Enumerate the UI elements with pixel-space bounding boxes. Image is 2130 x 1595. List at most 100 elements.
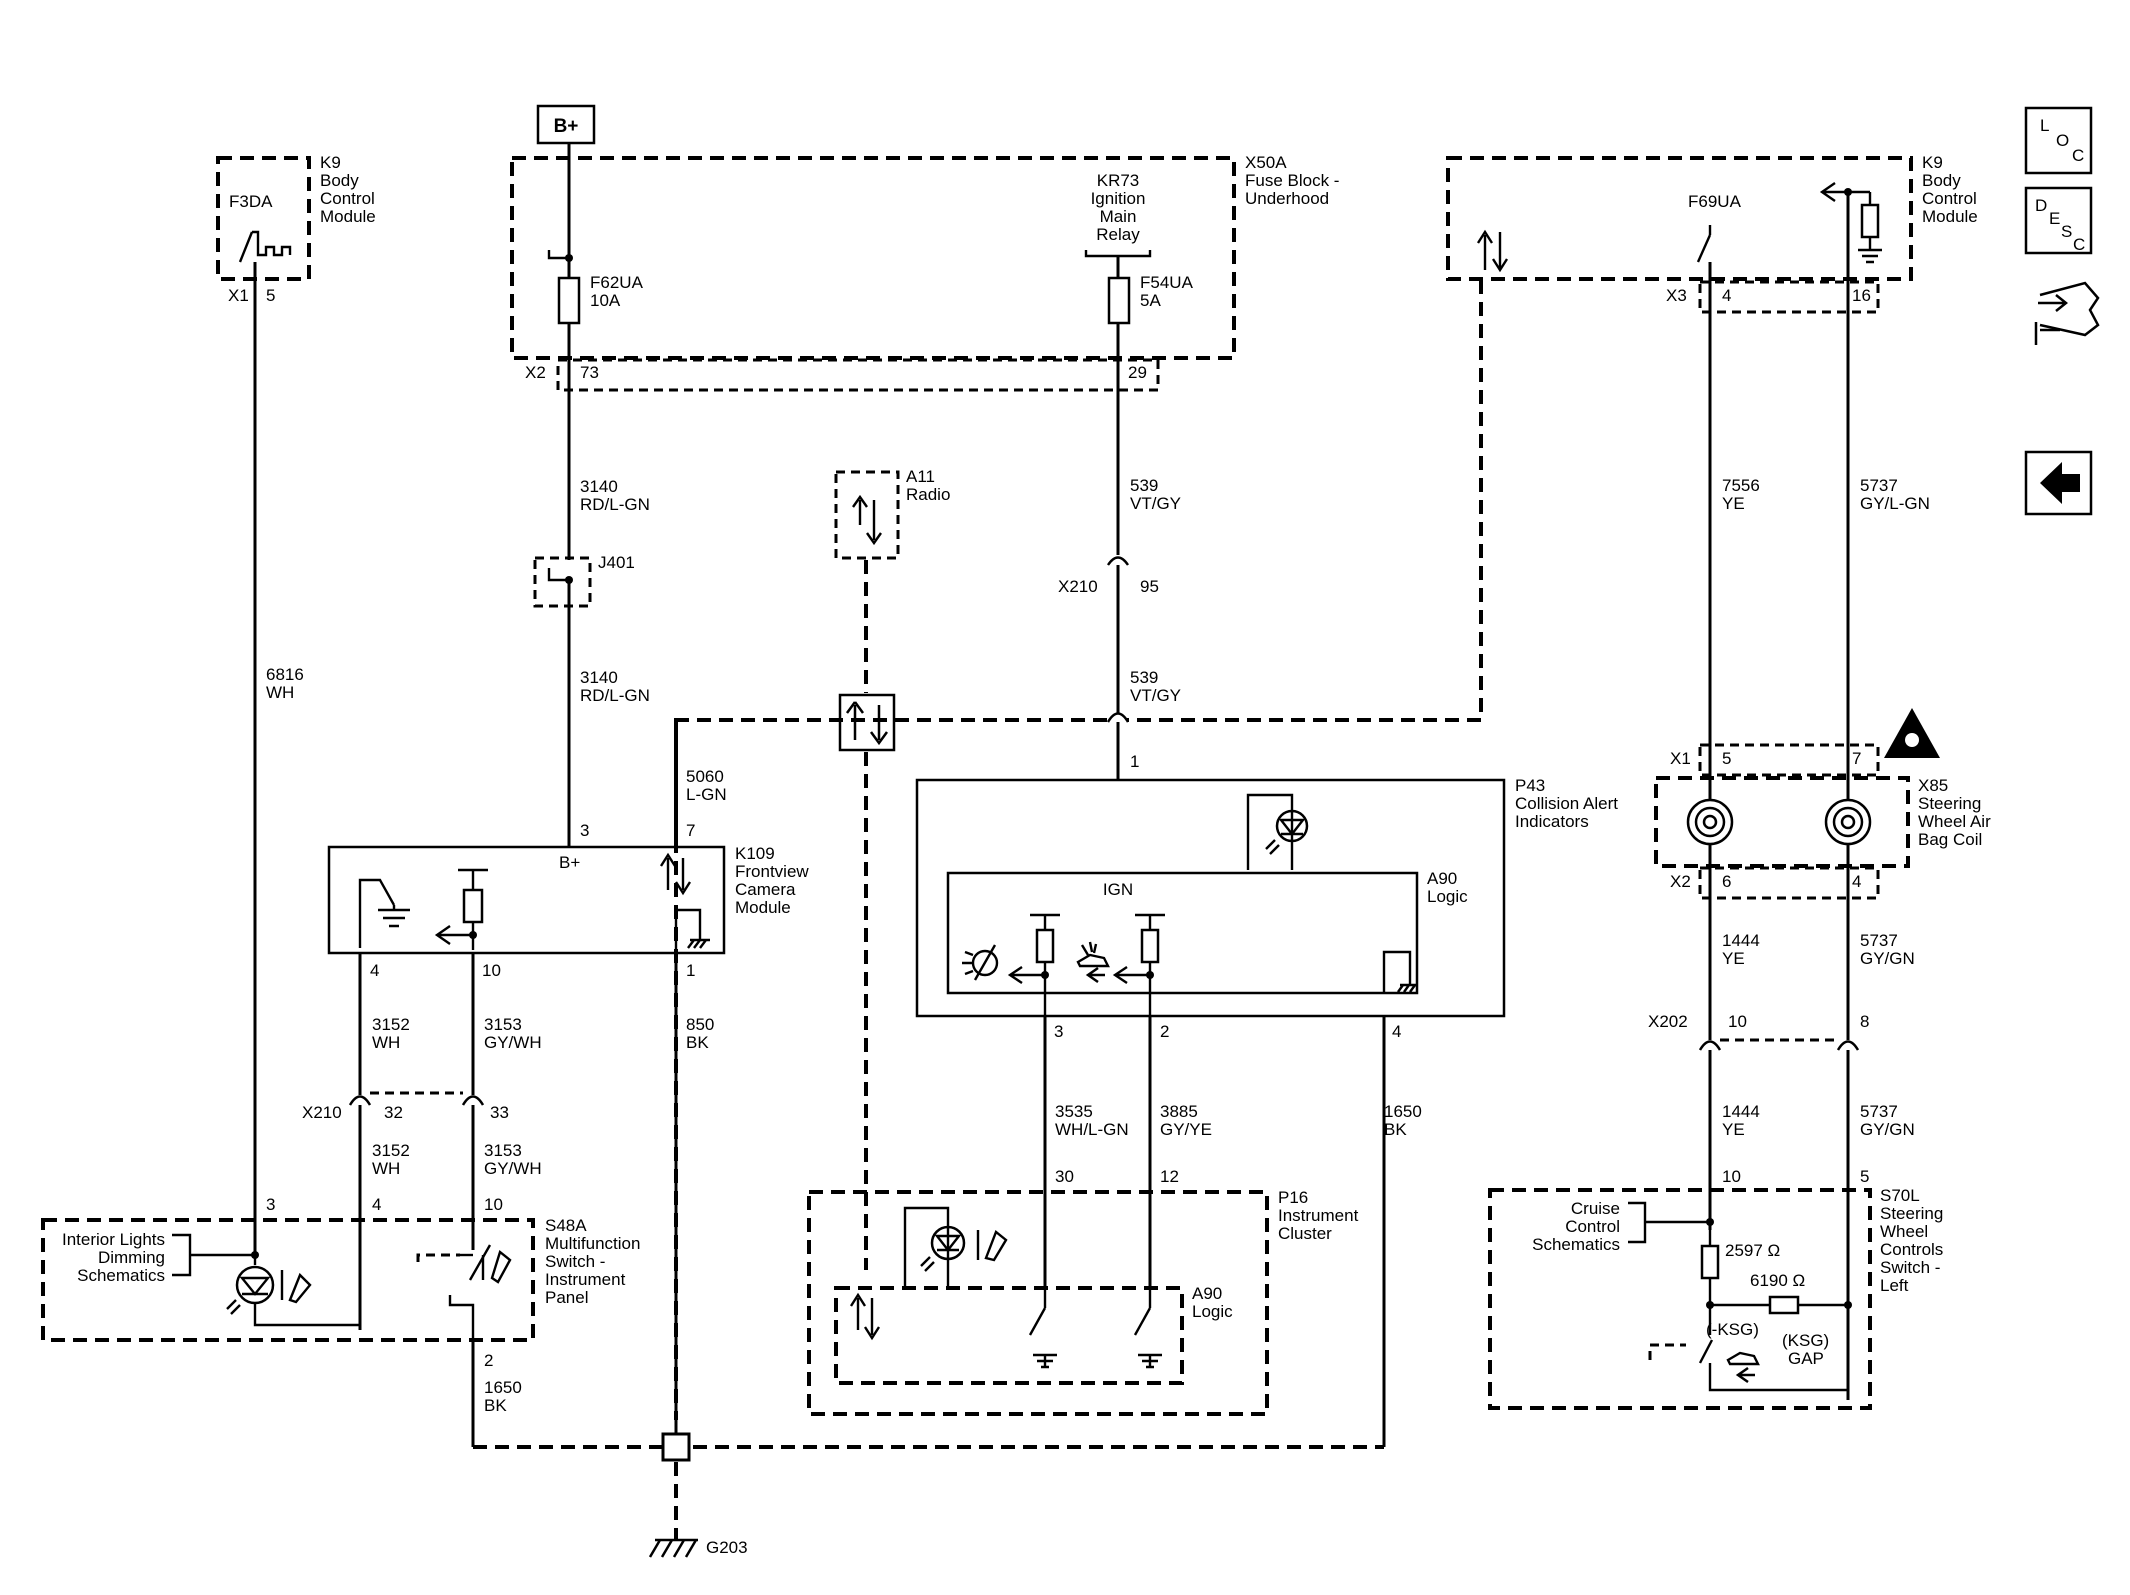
- p43-pin3: 3: [1054, 1022, 1063, 1041]
- x85-x1-pin5: 5: [1722, 749, 1731, 768]
- s48a-pin4: 4: [372, 1195, 381, 1214]
- p43-led-icon: [1278, 818, 1306, 836]
- s70l-title-6: Left: [1880, 1276, 1909, 1295]
- p16-title-3: Cluster: [1278, 1224, 1332, 1243]
- k109-title-1: K109: [735, 844, 775, 863]
- x85-x1: X1: [1670, 749, 1691, 768]
- k9-right-pin4: 4: [1722, 286, 1731, 305]
- fuse-f62ua-rating: 10A: [590, 291, 621, 310]
- wire-539a-color: VT/GY: [1130, 494, 1181, 513]
- bus-crossover: [1106, 712, 1130, 723]
- k9-right-conn: X3: [1666, 286, 1687, 305]
- s70l-cruise-switch: [1698, 1339, 1714, 1364]
- s48a-title-1: S48A: [545, 1216, 587, 1235]
- p43-pullup-resistor-1: [1035, 928, 1055, 964]
- fuse-f54ua-rating: 5A: [1140, 291, 1161, 310]
- x85-airbag-coil: X1 5 7 X85 Steering Wheel Air Bag Coil X…: [1654, 708, 1991, 900]
- wire-5737b-num: 5737: [1860, 931, 1898, 950]
- wire-6816-color: WH: [266, 683, 294, 702]
- p16-instrument-cluster: P16 Instrument Cluster 30 12 A90 Logic: [807, 1167, 1359, 1416]
- s70l-title-5: Switch -: [1880, 1258, 1940, 1277]
- headlamp-assist-icon: [962, 944, 999, 981]
- x50a-fuse-block: X50A Fuse Block - Underhood KR73 Ignitio…: [510, 153, 1339, 392]
- k109-title-3: Camera: [735, 880, 796, 899]
- p43-pin4: 4: [1392, 1022, 1401, 1041]
- k109-title-2: Frontview: [735, 862, 809, 881]
- x85-x2-pin4: 4: [1852, 872, 1861, 891]
- x210-95-pin: 95: [1140, 577, 1159, 596]
- wire-5737b-color: GY/GN: [1860, 949, 1915, 968]
- k9-left-switch-label: F3DA: [229, 192, 273, 211]
- a11-radio: A11 Radio: [834, 467, 950, 560]
- a90-p16-title-2: Logic: [1192, 1302, 1233, 1321]
- s48a-ref-2: Dimming: [98, 1248, 165, 1267]
- k9-right-switch-label: F69UA: [1688, 192, 1742, 211]
- location-view-button[interactable]: L O C: [2024, 106, 2093, 175]
- loc-letter-l: L: [2040, 116, 2049, 135]
- desc-letter-c2: C: [2073, 235, 2085, 254]
- wire-3152a-color: WH: [372, 1033, 400, 1052]
- k9-left-title-1: K9: [320, 153, 341, 172]
- k109-camera-module: B+ 3 7 K109 Frontview Camera Module 4 10…: [327, 821, 809, 980]
- radio-data-arrows-icon: [852, 494, 882, 546]
- k9-left-pin: 5: [266, 286, 275, 305]
- s70l-ksg: (KSG): [1782, 1331, 1829, 1350]
- j401-label: J401: [598, 553, 635, 572]
- k9-left-title-4: Module: [320, 207, 376, 226]
- kr73-title-2: Ignition: [1091, 189, 1146, 208]
- s48a-title-3: Switch -: [545, 1252, 605, 1271]
- p16-led-loop: [903, 1206, 950, 1288]
- wire-3885-color: GY/YE: [1160, 1120, 1212, 1139]
- s48a-dimmer-icon: [280, 1270, 312, 1304]
- wire-3152b-num: 3152: [372, 1141, 410, 1160]
- data-bus-junction: [838, 693, 896, 752]
- x50a-pin73: 73: [580, 363, 599, 382]
- a11-title-2: Radio: [906, 485, 950, 504]
- s70l-steering-controls: Cruise Control Schematics 10 5 2597 Ω 61…: [1488, 1167, 1943, 1410]
- k109-pin-data: 7: [686, 821, 695, 840]
- wire-539b-num: 539: [1130, 668, 1158, 687]
- bus-arrows-icon: [845, 701, 889, 746]
- s70l-title-4: Controls: [1880, 1240, 1943, 1259]
- wire-3140a-num: 3140: [580, 477, 618, 496]
- splice-j401: J401: [533, 553, 635, 608]
- bplus-label: B+: [554, 116, 579, 137]
- p43-ground-icon: [1382, 950, 1418, 993]
- s48a-title-4: Instrument: [545, 1270, 626, 1289]
- left-arrow-icon: [2040, 462, 2080, 504]
- wire-3153b-num: 3153: [484, 1141, 522, 1160]
- s48a-pin2: 2: [484, 1351, 493, 1370]
- wire-3152a-num: 3152: [372, 1015, 410, 1034]
- x210-b-pin33: 33: [490, 1103, 509, 1122]
- p43-title-3: Indicators: [1515, 812, 1589, 831]
- x85-x1-pin7: 7: [1852, 749, 1861, 768]
- f62ua-bus-tap: [547, 250, 569, 260]
- x50a-title-1: X50A: [1245, 153, 1287, 172]
- collision-alert-icon: [1076, 941, 1110, 984]
- wire-3153b-color: GY/WH: [484, 1159, 542, 1178]
- s70l-ref-2: Control: [1565, 1217, 1620, 1236]
- fuse-f54ua-name: F54UA: [1140, 273, 1194, 292]
- wire-539b-color: VT/GY: [1130, 686, 1181, 705]
- coil-spiral-right: [1824, 798, 1872, 846]
- wire-3535-color: WH/L-GN: [1055, 1120, 1129, 1139]
- k9-right-module: F69UA K9 Body Control Module X3 4 16: [1446, 153, 1978, 314]
- wire-3153a-color: GY/WH: [484, 1033, 542, 1052]
- k109-pin10: 10: [482, 961, 501, 980]
- loc-letter-c: C: [2072, 146, 2084, 165]
- k9-right-pin16: 16: [1852, 286, 1871, 305]
- wire-3535-num: 3535: [1055, 1102, 1093, 1121]
- p43-input-arrow-1: [1007, 962, 1047, 1016]
- s48a-title-2: Multifunction: [545, 1234, 640, 1253]
- p16-dimmer-icon: [976, 1230, 1008, 1262]
- x50a-conn: X2: [525, 363, 546, 382]
- connector-wrench-icon[interactable]: [2034, 281, 2100, 345]
- back-arrow-button[interactable]: [2024, 450, 2093, 516]
- x85-title-2: Steering: [1918, 794, 1981, 813]
- x50a-title-2: Fuse Block -: [1245, 171, 1339, 190]
- description-view-button[interactable]: D E S C: [2024, 186, 2093, 255]
- p43-pullup-resistor-2: [1140, 928, 1160, 964]
- ground-splice: [661, 1432, 691, 1462]
- wire-1444a-num: 1444: [1722, 931, 1760, 950]
